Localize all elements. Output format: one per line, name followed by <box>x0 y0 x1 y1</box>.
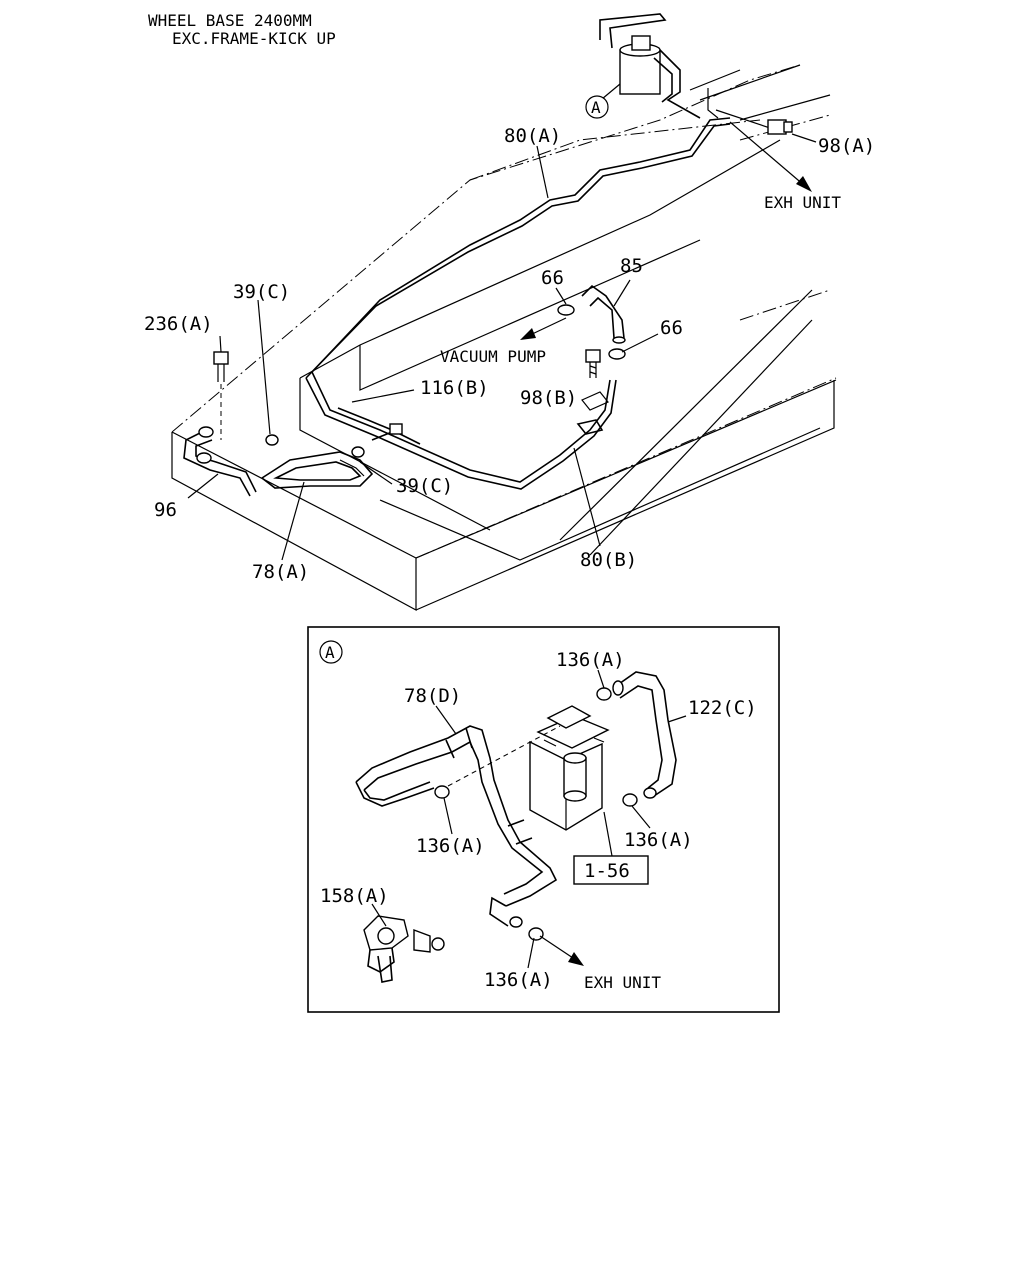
label-39c-top[interactable]: 39(C) <box>233 281 290 303</box>
detail-ref-a-circle <box>319 640 343 664</box>
clip-158a <box>363 915 445 983</box>
clip-39c <box>265 434 365 477</box>
label-85[interactable]: 85 <box>620 255 643 277</box>
hose-96 <box>183 426 257 497</box>
detail-label-136a-top[interactable]: 136(A) <box>556 649 625 671</box>
label-116b[interactable]: 116(B) <box>420 377 489 399</box>
hose-116b <box>337 407 421 445</box>
label-80b[interactable]: 80(B) <box>580 549 637 571</box>
label-78a[interactable]: 78(A) <box>252 561 309 583</box>
vacuum-pipe-80 <box>305 117 731 490</box>
exh-arrow-top <box>729 121 812 192</box>
detail-label-78d[interactable]: 78(D) <box>404 685 461 707</box>
frame-rail <box>171 64 837 612</box>
label-66-left[interactable]: 66 <box>541 267 564 289</box>
vacuum-pump-arrow <box>520 317 567 340</box>
detail-label-136a-bottom[interactable]: 136(A) <box>484 969 553 991</box>
label-80a[interactable]: 80(A) <box>504 125 561 147</box>
label-96[interactable]: 96 <box>154 499 177 521</box>
bolt-98b <box>581 349 609 411</box>
clamp-136a-group <box>434 687 638 941</box>
label-98b[interactable]: 98(B) <box>520 387 577 409</box>
hose-78a <box>260 451 374 489</box>
detail-label-158a[interactable]: 158(A) <box>320 885 389 907</box>
detail-label-136a-left[interactable]: 136(A) <box>416 835 485 857</box>
detail-label-exh-unit: EXH UNIT <box>584 973 661 992</box>
hose-85 <box>557 284 626 360</box>
vacuum-tank-1-56 <box>529 705 610 831</box>
ref-box-1-56[interactable] <box>573 855 649 885</box>
bolt-98a <box>707 88 793 135</box>
detail-label-ref-box: 1-56 <box>584 860 630 882</box>
ref-a-marker[interactable]: A <box>585 95 609 119</box>
detail-label-136a-right[interactable]: 136(A) <box>624 829 693 851</box>
label-98a[interactable]: 98(A) <box>818 135 875 157</box>
header-wheel-base: WHEEL BASE 2400MM <box>148 11 312 30</box>
detail-a-panel: A <box>307 626 780 1013</box>
header-frame-note: EXC.FRAME-KICK UP <box>172 29 336 48</box>
leader-lines <box>187 83 817 561</box>
ref-a-label: A <box>591 98 601 117</box>
hose-122c <box>612 671 677 799</box>
label-236a[interactable]: 236(A) <box>144 313 213 335</box>
label-39c-bottom[interactable]: 39(C) <box>396 475 453 497</box>
pipe-80b-end <box>576 419 604 435</box>
bolt-236a <box>213 351 229 440</box>
vacuum-tank-top <box>599 13 701 119</box>
detail-ref-a-label: A <box>325 643 335 662</box>
label-exh-unit-top: EXH UNIT <box>764 193 841 212</box>
hose-78d <box>355 725 558 928</box>
detail-label-122c[interactable]: 122(C) <box>688 697 757 719</box>
label-66-right[interactable]: 66 <box>660 317 683 339</box>
label-vacuum-pump: VACUUM PUMP <box>440 347 546 366</box>
